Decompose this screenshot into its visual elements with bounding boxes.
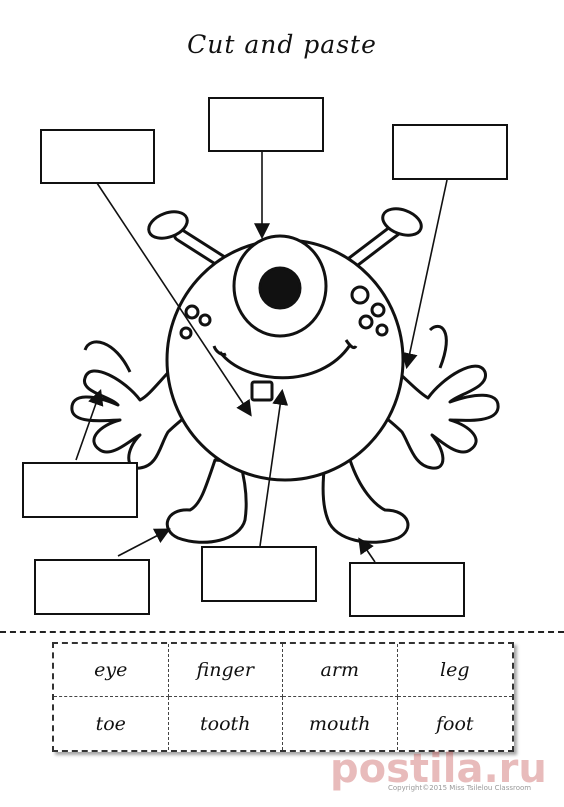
right-leg (321, 458, 410, 544)
word-card[interactable]: leg (397, 644, 512, 697)
label-box-top-left[interactable] (40, 129, 155, 184)
left-antenna-tip (147, 210, 189, 240)
word-bank: eye finger arm leg toe tooth mouth foot (52, 642, 514, 752)
word-card[interactable]: mouth (283, 697, 398, 750)
word-card[interactable]: finger (168, 644, 283, 697)
word-card[interactable]: foot (435, 712, 474, 735)
label-box-bottom-left[interactable] (34, 559, 150, 615)
left-leg (165, 458, 248, 544)
label-box-top-center[interactable] (208, 97, 324, 152)
word-card[interactable]: eye (54, 644, 169, 697)
watermark: postila.ru (330, 746, 547, 792)
monster-mouth (218, 344, 352, 380)
label-box-bottom-center[interactable] (201, 546, 317, 602)
worksheet-title: Cut and paste (187, 30, 377, 59)
monster-illustration (70, 152, 500, 563)
word-card[interactable]: toe (54, 697, 169, 750)
label-box-bottom-right[interactable] (349, 562, 465, 617)
right-antenna-tip (381, 207, 423, 237)
word-card[interactable]: tooth (169, 697, 283, 750)
copyright-notice: Copyright©2015 Miss Tsilelou Classroom (388, 784, 532, 792)
cut-line (0, 631, 564, 633)
monster-tooth (250, 380, 274, 402)
word-card[interactable]: arm (283, 644, 398, 697)
label-box-top-right[interactable] (392, 124, 508, 180)
label-box-middle-left[interactable] (22, 462, 138, 518)
monster-pupil (258, 266, 302, 310)
